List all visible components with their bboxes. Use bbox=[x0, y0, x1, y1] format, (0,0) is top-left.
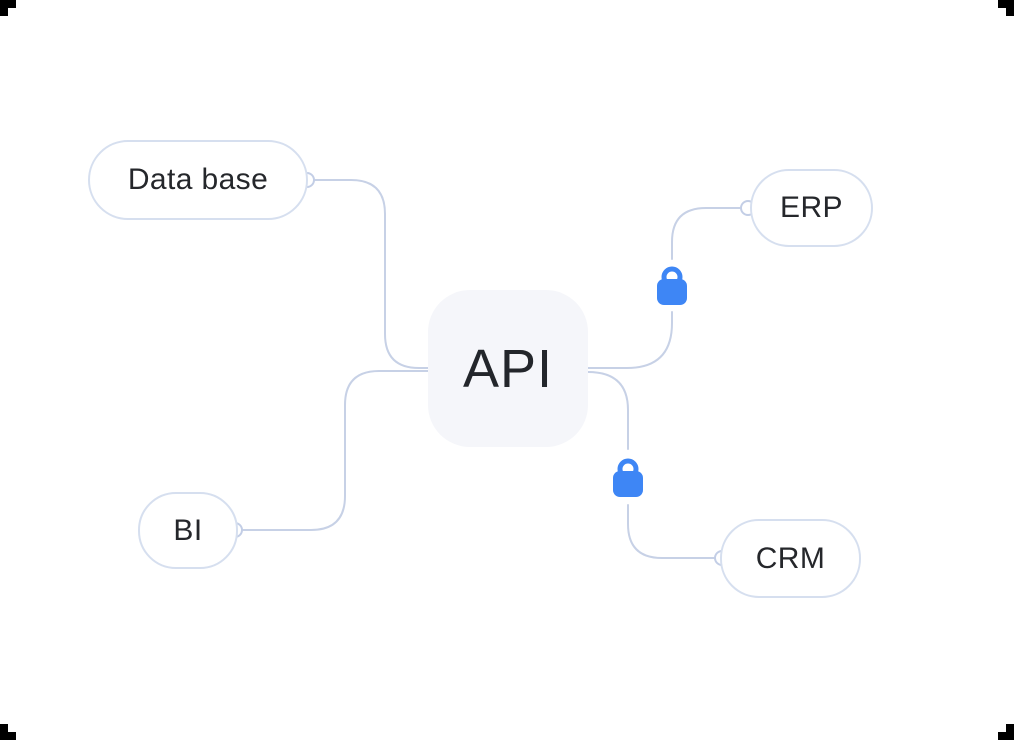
lock-icon bbox=[613, 458, 643, 497]
lock-icon bbox=[657, 266, 687, 305]
node-api[interactable]: API bbox=[428, 290, 588, 447]
connector-erp-lower bbox=[587, 311, 673, 369]
connector-erp-upper bbox=[671, 207, 742, 260]
node-bi[interactable]: BI bbox=[138, 492, 238, 569]
node-api-label: API bbox=[462, 338, 554, 399]
connector-bi bbox=[242, 370, 429, 531]
connector-crm-lower bbox=[627, 504, 716, 559]
connector-database bbox=[313, 179, 429, 369]
connector-crm-upper bbox=[587, 371, 629, 450]
node-database-label: Data base bbox=[127, 163, 269, 196]
node-erp[interactable]: ERP bbox=[750, 169, 873, 247]
node-crm[interactable]: CRM bbox=[720, 519, 861, 598]
node-bi-label: BI bbox=[173, 513, 203, 547]
node-database[interactable]: Data base bbox=[88, 140, 308, 220]
node-erp-label: ERP bbox=[780, 191, 843, 224]
node-crm-label: CRM bbox=[755, 541, 826, 575]
